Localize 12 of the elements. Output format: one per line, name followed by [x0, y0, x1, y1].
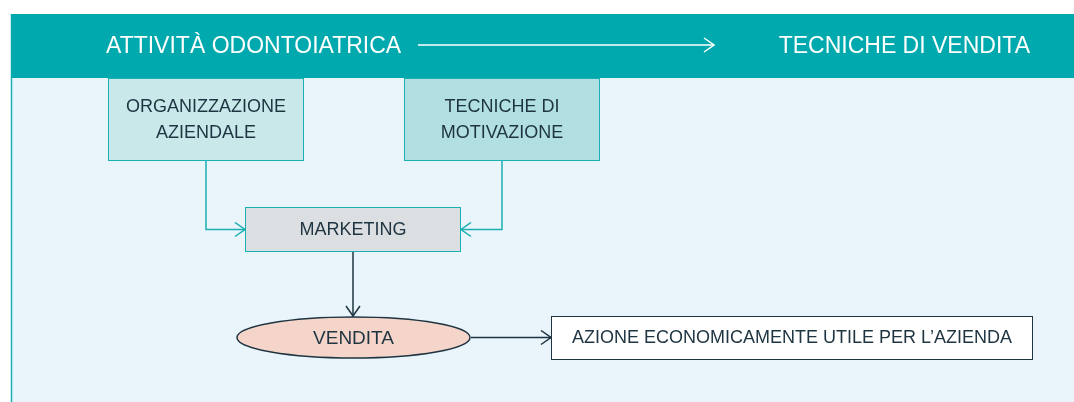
arrow — [417, 37, 715, 53]
process-ellipse: VENDITA — [236, 316, 471, 359]
header-text: ATTIVITÀ ODONTOIATRICA — [106, 28, 418, 62]
arrow — [470, 329, 552, 346]
process-box: TECNICHE DI MOTIVAZIONE — [404, 78, 600, 161]
header-text: TECNICHE DI VENDITA — [714, 28, 1030, 62]
process-box: ORGANIZZAZIONE AZIENDALE — [108, 78, 304, 161]
arrow — [205, 160, 246, 238]
process-box: AZIONE ECONOMICAMENTE UTILE PER L’AZIENDA — [551, 316, 1033, 360]
process-box: MARKETING — [245, 207, 461, 252]
arrow — [345, 251, 361, 317]
arrow — [460, 160, 503, 238]
